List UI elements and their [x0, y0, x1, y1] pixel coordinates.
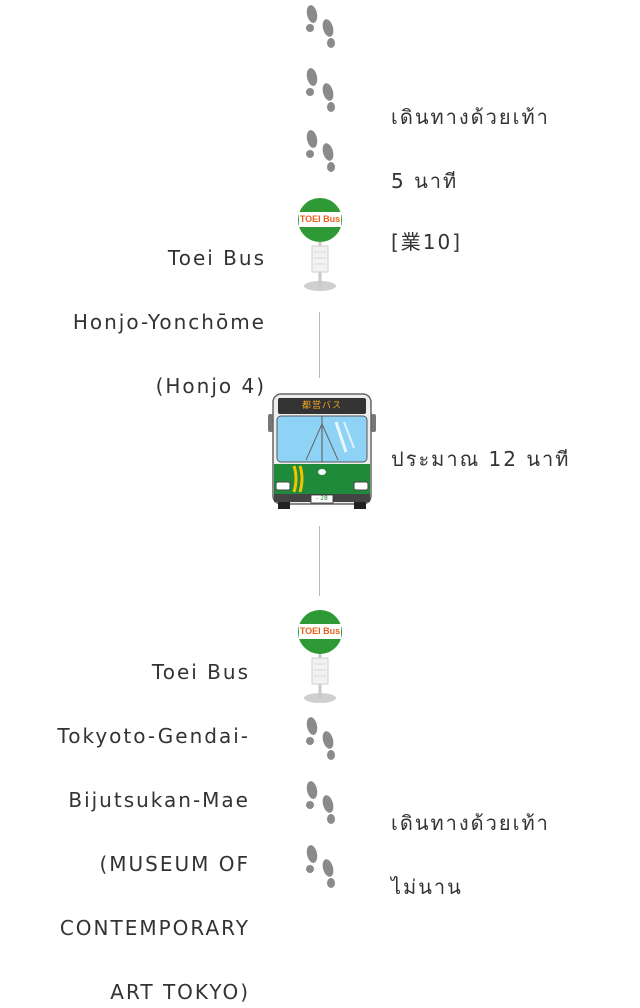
end-stop-line-5: CONTEMPORARY	[59, 916, 250, 940]
start-stop-line-2: Honjo-Yonchōme	[72, 310, 266, 334]
walk-top-duration: 5 นาที	[391, 169, 459, 193]
bus-icon: 都営バス - 28	[266, 392, 378, 514]
connector-line-bottom	[319, 526, 320, 596]
end-stop-name: Toei Bus Tokyoto-Gendai- Bijutsukan-Mae …	[10, 624, 250, 1008]
end-stop-line-4: (MUSEUM OF	[99, 852, 250, 876]
walk-top-label: เดินทางด้วยเท้า 5 นาที	[391, 69, 550, 197]
start-stop-sign-text: TOEI Bus	[299, 214, 341, 224]
walk-bottom-label: เดินทางด้วยเท้า ไม่นาน	[391, 775, 550, 903]
walk-bottom-label-text: เดินทางด้วยเท้า	[391, 811, 550, 835]
end-stop-sign-text: TOEI Bus	[299, 626, 341, 636]
end-stop-line-6: ART TOKYO)	[110, 980, 250, 1004]
bus-plate: - 28	[316, 495, 328, 502]
connector-line-top	[319, 312, 320, 378]
walk-top-label-text: เดินทางด้วยเท้า	[391, 105, 550, 129]
bus-stop-icon: TOEI Bus	[296, 610, 344, 710]
footprints-icon	[300, 712, 340, 892]
bus-sign-text: 都営バス	[301, 401, 342, 411]
footprints-icon	[300, 0, 340, 176]
walk-bottom-duration: ไม่นาน	[391, 875, 463, 899]
bus-stop-icon: TOEI Bus	[296, 198, 344, 298]
end-stop-line-1: Toei Bus	[151, 660, 250, 684]
end-stop-line-3: Bijutsukan-Mae	[68, 788, 250, 812]
ride-duration: ประมาณ 12 นาที	[391, 447, 571, 471]
route-code: [業10]	[391, 230, 463, 254]
start-stop-line-3: (Honjo 4)	[155, 374, 266, 398]
end-stop-line-2: Tokyoto-Gendai-	[57, 724, 250, 748]
start-stop-line-1: Toei Bus	[167, 246, 266, 270]
start-stop-name: Toei Bus Honjo-Yonchōme (Honjo 4)	[26, 210, 266, 402]
